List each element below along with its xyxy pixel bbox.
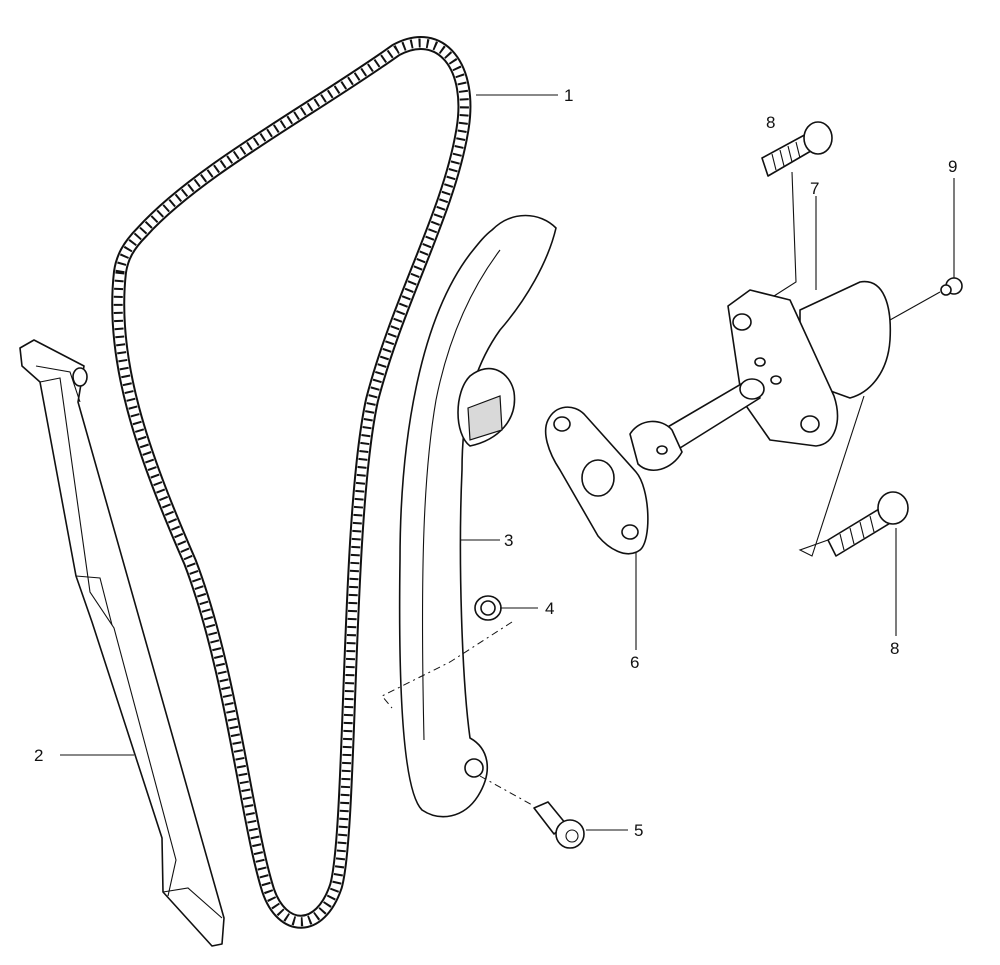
pivot-bolt-part-5 <box>533 801 585 849</box>
chain-tensioner-part-7 <box>629 280 892 472</box>
tensioner-slide-part-3 <box>398 214 557 818</box>
callout-3: 3 <box>504 531 513 550</box>
bolt-part-8-upper <box>761 121 833 177</box>
chain-guide-part-2 <box>19 339 225 947</box>
callout-8-upper: 8 <box>766 113 775 132</box>
callout-1: 1 <box>564 86 573 105</box>
washer-part-4 <box>474 595 502 621</box>
timing-chain-part-1 <box>111 36 472 929</box>
callout-7: 7 <box>810 179 819 198</box>
callout-5: 5 <box>634 821 643 840</box>
callout-2: 2 <box>34 746 43 765</box>
gasket-part-6 <box>544 406 649 555</box>
callout-6: 6 <box>630 653 639 672</box>
callout-9: 9 <box>948 157 957 176</box>
callout-4: 4 <box>545 599 554 618</box>
plug-part-9 <box>940 277 963 296</box>
callout-8-lower: 8 <box>890 639 899 658</box>
bolt-part-8-lower <box>827 491 909 557</box>
